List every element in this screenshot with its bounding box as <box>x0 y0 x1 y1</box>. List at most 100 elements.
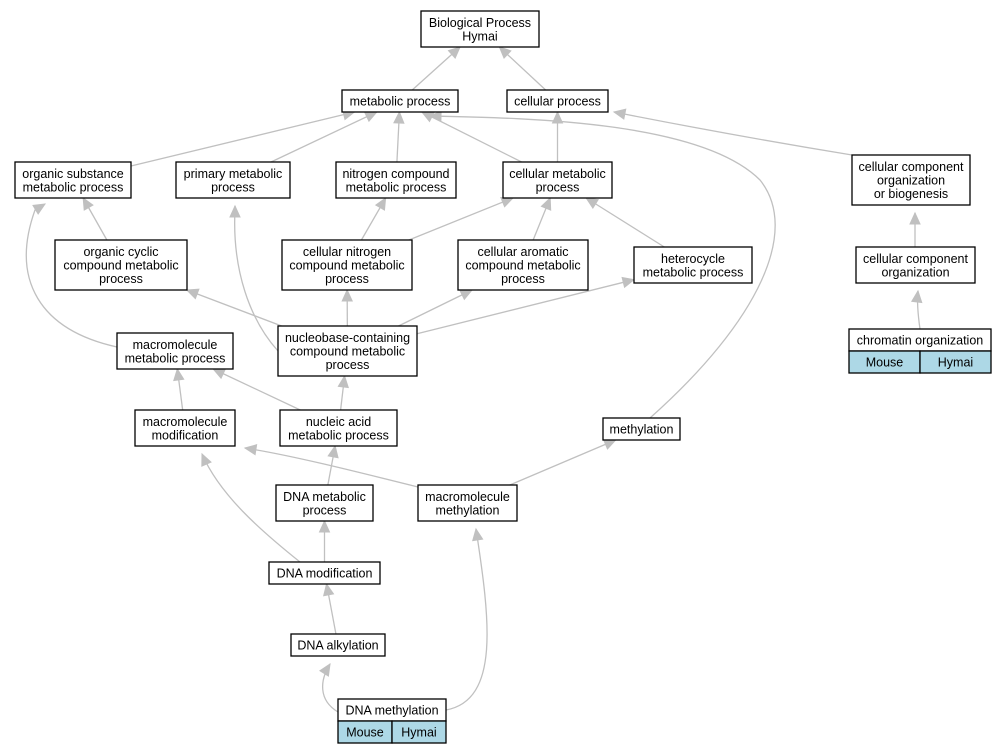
node-label-line: compound metabolic <box>63 259 178 273</box>
node-label-line: compound metabolic <box>465 259 580 273</box>
edge-ccob-to-cellular <box>612 108 853 156</box>
node-label-line: macromolecule <box>143 415 228 429</box>
node-box <box>14 161 132 199</box>
node-cellular[interactable]: cellular process <box>506 89 609 113</box>
species-tag-box <box>391 720 447 744</box>
node-label-line: process <box>99 272 143 286</box>
node-label-line: primary metabolic <box>184 167 283 181</box>
node-label-line: DNA methylation <box>345 704 438 718</box>
edge-cellular-to-root <box>498 46 547 91</box>
node-box <box>54 239 188 291</box>
node-label-line: or biogenesis <box>874 187 948 201</box>
edge-nucleobase-to-organic-cyclic <box>185 288 282 327</box>
edge-nucleic-acid-to-nucleobase <box>337 374 349 411</box>
node-label-line: metabolic process <box>288 428 389 442</box>
node-label-line: compound metabolic <box>289 259 404 273</box>
edge-heterocycle-to-cellular-metabolic <box>585 197 665 248</box>
edge-cco-to-ccob <box>909 211 921 247</box>
node-label-line: cellular component <box>859 160 964 174</box>
node-box <box>851 154 971 206</box>
node-box <box>417 484 518 522</box>
node-box <box>633 246 753 284</box>
edge-chromatin-to-cco <box>910 289 923 330</box>
node-metabolic[interactable]: metabolic process <box>341 89 459 113</box>
edge-macromolecule-methylation-to-macromolecule-modification <box>243 444 419 488</box>
edge-macromolecule-modification-to-macromolecule-metabolic <box>173 367 185 411</box>
species-tag-mouse: Mouse <box>346 726 384 740</box>
node-label-line: macromolecule <box>425 490 510 504</box>
species-tag-box <box>919 350 992 374</box>
node-label-line: compound metabolic <box>290 345 405 359</box>
edge-dna-methylation-to-dna-alkylation <box>319 662 339 713</box>
node-label-line: process <box>501 272 545 286</box>
node-box <box>134 409 236 447</box>
node-label-line: process <box>303 503 347 517</box>
node-label-line: organization <box>881 265 949 279</box>
node-label-line: cellular metabolic <box>509 167 606 181</box>
node-label-line: nucleic acid <box>306 415 371 429</box>
edge-macromolecule-methylation-to-methylation <box>509 439 617 486</box>
node-label-line: process <box>536 180 580 194</box>
node-label-line: methylation <box>436 503 500 517</box>
node-box <box>602 417 681 441</box>
node-label-line: methylation <box>610 423 674 437</box>
node-box <box>457 239 589 291</box>
edges-layer <box>25 46 923 713</box>
node-dna-modification[interactable]: DNA modification <box>268 561 381 585</box>
node-dna-alkylation[interactable]: DNA alkylation <box>290 633 386 657</box>
node-label-line: DNA alkylation <box>297 639 378 653</box>
node-label-line: cellular process <box>514 95 601 109</box>
edge-methylation-to-metabolic <box>428 110 776 419</box>
node-label-line: process <box>325 272 369 286</box>
edge-dna-alkylation-to-dna-modification <box>323 582 337 635</box>
node-methylation[interactable]: methylation <box>602 417 681 441</box>
node-label-line: metabolic process <box>125 351 226 365</box>
node-label-line: organic cyclic <box>83 245 158 259</box>
edge-cellular-nitrogen-to-nitrogen-compound <box>360 196 387 241</box>
node-label-line: chromatin organization <box>857 334 984 348</box>
node-box <box>279 409 398 447</box>
node-label-line: DNA metabolic <box>283 490 366 504</box>
node-box <box>275 484 374 522</box>
edge-dna-modification-to-dna-metabolic <box>318 519 331 562</box>
species-tag-hymai: Hymai <box>938 356 973 370</box>
node-box <box>341 89 459 113</box>
node-box <box>420 10 540 48</box>
node-label-line: cellular component <box>863 252 968 266</box>
edge-nucleobase-to-cellular-nitrogen <box>341 288 353 327</box>
node-label-line: metabolic process <box>346 180 447 194</box>
node-label-line: nucleobase-containing <box>285 331 410 345</box>
edge-nucleobase-to-heterocycle <box>416 276 636 335</box>
node-label-line: heterocycle <box>661 252 725 266</box>
edge-metabolic-to-root <box>411 46 461 91</box>
node-box <box>116 332 234 370</box>
node-label-line: metabolic process <box>643 265 744 279</box>
species-tag-mouse: Mouse <box>866 356 904 370</box>
edge-organic-cyclic-to-organic-substance <box>82 196 108 241</box>
node-label-line: metabolic process <box>23 180 124 194</box>
node-box <box>277 325 418 377</box>
node-box <box>268 561 381 585</box>
node-box <box>335 161 457 199</box>
